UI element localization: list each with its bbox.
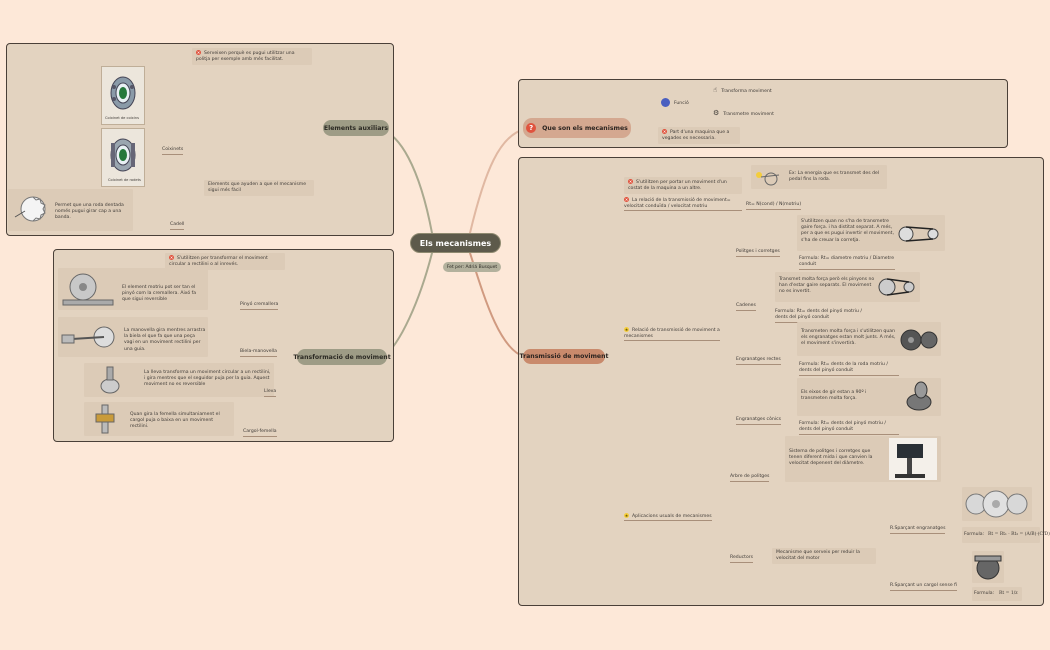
reductors-desc[interactable]: Mecanisme que serveix per reduir la velo… [772,548,876,565]
pinyon-box[interactable]: El element motriu pot ser tan el pinyó c… [58,268,208,310]
aux-desc-2[interactable]: Elements que ayuden a que el mecanisme s… [204,180,314,197]
chain-icon [878,278,915,296]
formula1: Rt = Rt₁ · Rt₂ = (A/B)·(C/D) [988,532,1050,537]
conics-desc: Els eixos de gir estan a 90º i transmete… [801,390,867,402]
star-icon: ★ [624,513,629,518]
pulley-icon [898,226,939,242]
node-cargol-femella[interactable]: Cargol-femella [243,429,277,438]
bike-pedal-icon [756,172,780,186]
crank-rod-icon [61,326,115,348]
roller-bearing-icon [110,138,136,172]
central-topic[interactable]: Els mecanismes [410,233,501,253]
ball-bearing-icon [110,76,136,110]
node-relacio[interactable]: ★Relació de transmissió de moviment a me… [624,327,720,342]
marker-icon: ✕ [662,129,667,134]
node-reductors[interactable]: Reductors [730,555,754,564]
worm-gear-icon [974,555,1002,580]
politges-box[interactable]: S'utilitzen quan no s'ha de transmetre g… [797,215,945,251]
drill-press-icon [889,438,937,480]
node-politges[interactable]: Politges i corretges [736,249,780,258]
arbre-desc: Sistema de politges i corretges que tene… [789,449,873,467]
formula1-box[interactable]: Formula: Rt = Rt₁ · Rt₂ = (A/B)·(C/D) [962,527,1050,543]
node-aplicacions[interactable]: ★Aplicacions usuals de mecanismes [624,513,712,522]
tr-item1-example-text: Ex: La energia que es transmet des del p… [789,171,880,183]
que-part[interactable]: ✕Part d'una maquina que a vegades es nec… [658,127,740,145]
marker-icon: ✕ [169,255,174,260]
formula2-label: Formula: [974,591,995,596]
node-lleva[interactable]: Lleva [264,389,277,398]
tm-desc[interactable]: ✕S'utilitzen per transformar el moviment… [165,253,285,271]
politges-formula[interactable]: Formula: Rt= diametre motriu / Diametre … [799,256,895,271]
cam-icon [100,366,120,394]
node-cadenes[interactable]: Cadenes [736,303,756,312]
formula2-box[interactable]: Formula: Rt = 1/z [972,587,1022,601]
ball-bearing-image: Coixinet de coixins [101,66,145,125]
marker-icon: ✕ [196,50,201,55]
rack-pinion-icon [62,273,114,306]
aux-desc-1[interactable]: ✕Serveixen perquè es pugui utilitzar una… [192,48,312,66]
tr-item2[interactable]: ✕La relació de la transmissió de movimen… [624,197,742,212]
tr-item1[interactable]: ✕S'utilitzen per portar un moviment d'un… [624,177,742,195]
node-transmet[interactable]: ⚙Transmetre moviment [713,109,774,117]
screw-nut-icon [95,404,115,434]
node-transformacio[interactable]: Transformació de moviment [293,349,391,365]
gear-train-image [962,487,1032,521]
node-biela-manovella[interactable]: Biela-manovella [240,349,277,358]
cadenes-box[interactable]: Transmet molta força però els pinyons no… [775,272,920,302]
node-rectes[interactable]: Engranatges rectes [736,357,781,366]
node-r-cargol[interactable]: R.Sparçant un cargol sense fi [890,583,958,592]
spur-gear-icon [900,329,938,351]
node-transforma[interactable]: ☝Transforma moviment [713,86,772,94]
roller-bearing-image: Coixinet de rodets [101,128,145,187]
bevel-gear-icon [906,381,932,411]
tr-item2-formula[interactable]: Rt= N(cond) / N(motriu) [746,202,802,211]
node-r-engranatges[interactable]: R.Sparçant engranatges [890,526,946,535]
rectes-desc: Transmeten molta força i s'utilitzen qua… [801,329,896,347]
formula2: Rt = 1/z [999,591,1018,596]
funcio-icon [661,98,670,107]
node-que-son[interactable]: ? Que son els mecanismes [523,118,631,138]
node-elements-auxiliars[interactable]: Elements auxiliars [323,120,389,136]
branch-que [469,128,526,234]
cadell-desc: Permet que una roda dentada només pugui … [55,203,124,221]
conics-formula[interactable]: Formula: Rt= dents del pinyó motriu / de… [799,421,899,436]
rectes-box[interactable]: Transmeten molta força i s'utilitzen qua… [797,322,941,356]
node-conics[interactable]: Engranatges cònics [736,417,781,426]
gears-icon: ⚙ [713,109,720,117]
biela-box[interactable]: La manovella gira mentres arrastra la bi… [58,317,208,357]
node-transmissio[interactable]: Transmissió de moviment [520,349,608,364]
tr-item1-example[interactable]: Ex: La energia que es transmet des del p… [751,165,887,189]
politges-desc: S'utilitzen quan no s'ha de transmetre g… [801,219,894,243]
author-label: Fet per: Adriá Busquet [443,262,501,272]
cadenes-desc: Transmet molta força però els pinyons no… [779,277,875,295]
biela-desc: La manovella gira mentres arrastra la bi… [124,328,206,352]
node-cadell[interactable]: Cadell [170,222,185,231]
lleva-desc: La lleva transforma un moviment circular… [144,370,271,388]
ball-bearing-caption: Coixinet de coixins [105,116,139,120]
marker-icon: ✕ [624,197,629,202]
panel-transmissio [518,157,1044,606]
ratchet-icon [14,196,46,222]
hand-icon: ☝ [713,86,718,94]
rectes-formula[interactable]: Formula: Rt= dents de la roda motriu / d… [799,362,899,377]
cadell-box[interactable]: Permet que una roda dentada només pugui … [8,189,133,231]
cargol-box[interactable]: Quan gira la femella simultaniament el c… [84,402,234,436]
node-arbre[interactable]: Arbre de politges [730,474,770,483]
node-coixinets[interactable]: Coixinets [162,147,184,156]
roller-bearing-caption: Coixinet de rodets [108,178,141,182]
gear-train-icon [965,490,1028,518]
conics-box[interactable]: Els eixos de gir estan a 90º i transmete… [797,378,941,416]
lleva-box[interactable]: La lleva transforma un moviment circular… [84,363,274,397]
formula1-label: Formula: [964,532,985,537]
pinyon-desc: El element motriu pot ser tan el pinyó c… [122,285,197,303]
arbre-box[interactable]: Sistema de politges i corretges que tene… [785,436,941,482]
node-pinyo-cremallera[interactable]: Pinyó cremallera [240,302,279,311]
worm-gear-image [972,551,1004,583]
node-funcio[interactable]: Funció [661,98,689,107]
cargol-desc: Quan gira la femella simultaniament el c… [130,412,220,430]
question-icon: ? [526,123,537,133]
marker-icon: ✕ [628,179,633,184]
star-icon: ★ [624,327,629,332]
